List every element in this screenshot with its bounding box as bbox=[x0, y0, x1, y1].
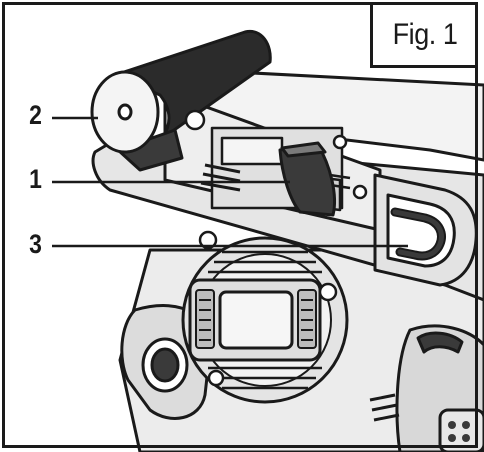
frame-vents bbox=[200, 163, 241, 192]
release-lever bbox=[390, 207, 446, 261]
housing-screws bbox=[198, 230, 338, 387]
figure-label: Fig. 1 bbox=[393, 17, 458, 51]
panel-grille bbox=[199, 299, 313, 341]
front-roller bbox=[90, 29, 272, 172]
motor-vents bbox=[208, 250, 322, 390]
vent-slots-lower bbox=[369, 393, 400, 422]
leader-lines bbox=[52, 116, 408, 248]
callout-label-2: 2 bbox=[29, 100, 42, 130]
figure-label-box: Fig. 1 bbox=[370, 4, 478, 68]
callout-label-1: 1 bbox=[29, 164, 42, 194]
switch-panel bbox=[188, 278, 322, 362]
callout-label-3: 3 bbox=[29, 229, 42, 259]
tracking-knob bbox=[278, 141, 337, 217]
frame-screws bbox=[184, 109, 368, 200]
right-handle-grip bbox=[395, 324, 484, 452]
